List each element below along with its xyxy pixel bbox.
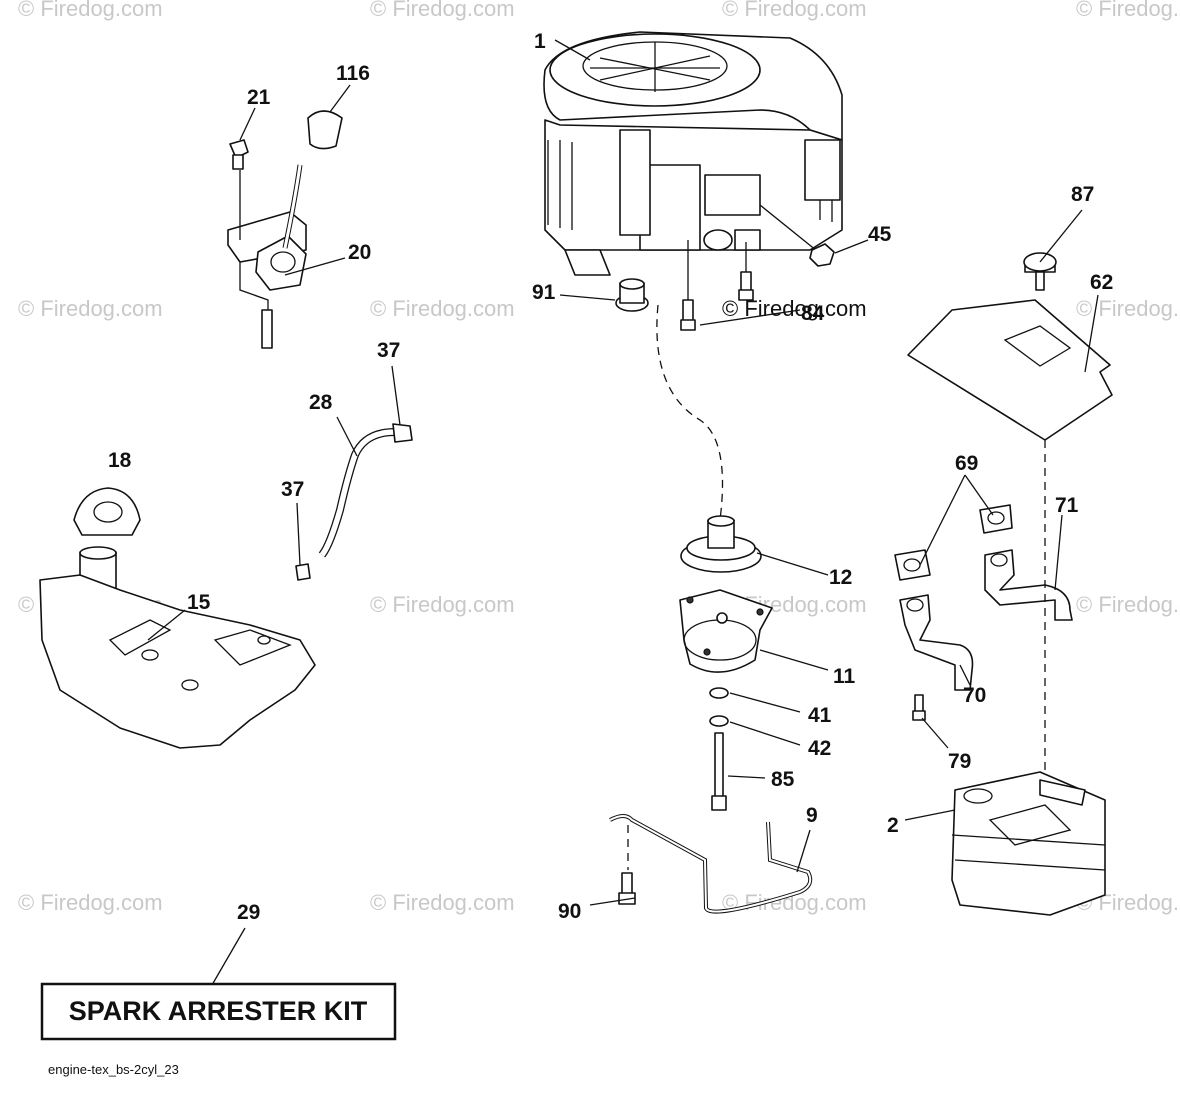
callout-69: 69 [955, 452, 978, 475]
callout-70: 70 [963, 684, 986, 707]
callout-116: 116 [336, 62, 370, 85]
watermark: © Firedog.com [18, 890, 163, 915]
watermark: © Firedog.com [722, 0, 867, 21]
callout-62: 62 [1090, 271, 1113, 294]
spark-arrester-kit-box: SPARK ARRESTER KIT [40, 982, 397, 1041]
callout-28: 28 [309, 391, 333, 414]
callout-9: 9 [806, 804, 818, 827]
fuel-line-part [295, 423, 413, 581]
callout-87: 87 [1071, 183, 1094, 206]
watermark: © Firedog.com [370, 890, 515, 915]
muffler-part [951, 771, 1106, 916]
throttle-lever-part [227, 110, 343, 349]
callout-79: 79 [948, 750, 971, 773]
engine-axis-line [656, 304, 724, 521]
callout-42: 42 [808, 737, 831, 760]
fuel-tank-part [39, 546, 316, 749]
engine-part [543, 31, 843, 276]
watermark: © Firedog.com [370, 592, 515, 617]
callout-84: 84 [801, 302, 825, 325]
callout-15: 15 [187, 591, 211, 614]
watermark: © Firedog.com [18, 296, 163, 321]
callout-41: 41 [808, 704, 832, 727]
watermark: © Firedog.com [1076, 0, 1180, 21]
callout-18: 18 [108, 449, 132, 472]
watermark: © Firedog.com [1076, 296, 1180, 321]
watermark: © Firedog.com [1076, 592, 1180, 617]
callout-11: 11 [833, 665, 856, 688]
fuel-cap-part [73, 487, 141, 536]
diagram-code: engine-tex_bs-2cyl_23 [48, 1062, 179, 1077]
watermark: © Firedog.com [370, 0, 515, 21]
callout-85: 85 [771, 768, 795, 791]
clutch-part [679, 589, 773, 673]
watermark: © Firedog.com [370, 296, 515, 321]
callout-91: 91 [532, 281, 556, 304]
bushing-part [615, 278, 649, 312]
heat-shield-part [907, 252, 1113, 441]
leader-lines [147, 39, 1099, 986]
callout-21: 21 [247, 86, 271, 109]
spark-arrester-kit-label: SPARK ARRESTER KIT [69, 996, 368, 1026]
exhaust-parts [894, 440, 1073, 772]
clutch-fasteners [709, 687, 729, 811]
watermark: © Firedog.com [18, 0, 163, 21]
callout-12: 12 [829, 566, 852, 589]
callout-1: 1 [534, 30, 546, 53]
callout-29: 29 [237, 901, 260, 924]
callouts: 1 2 9 11 12 15 18 20 21 28 29 37 37 41 4… [108, 30, 1113, 924]
pulley-part [680, 515, 762, 573]
callout-2: 2 [887, 814, 899, 837]
callout-90: 90 [558, 900, 581, 923]
callout-45: 45 [868, 223, 892, 246]
callout-71: 71 [1055, 494, 1079, 517]
callout-37-lower: 37 [281, 478, 304, 501]
callout-37-upper: 37 [377, 339, 400, 362]
engine-bolts [680, 204, 835, 331]
callout-20: 20 [348, 241, 371, 264]
